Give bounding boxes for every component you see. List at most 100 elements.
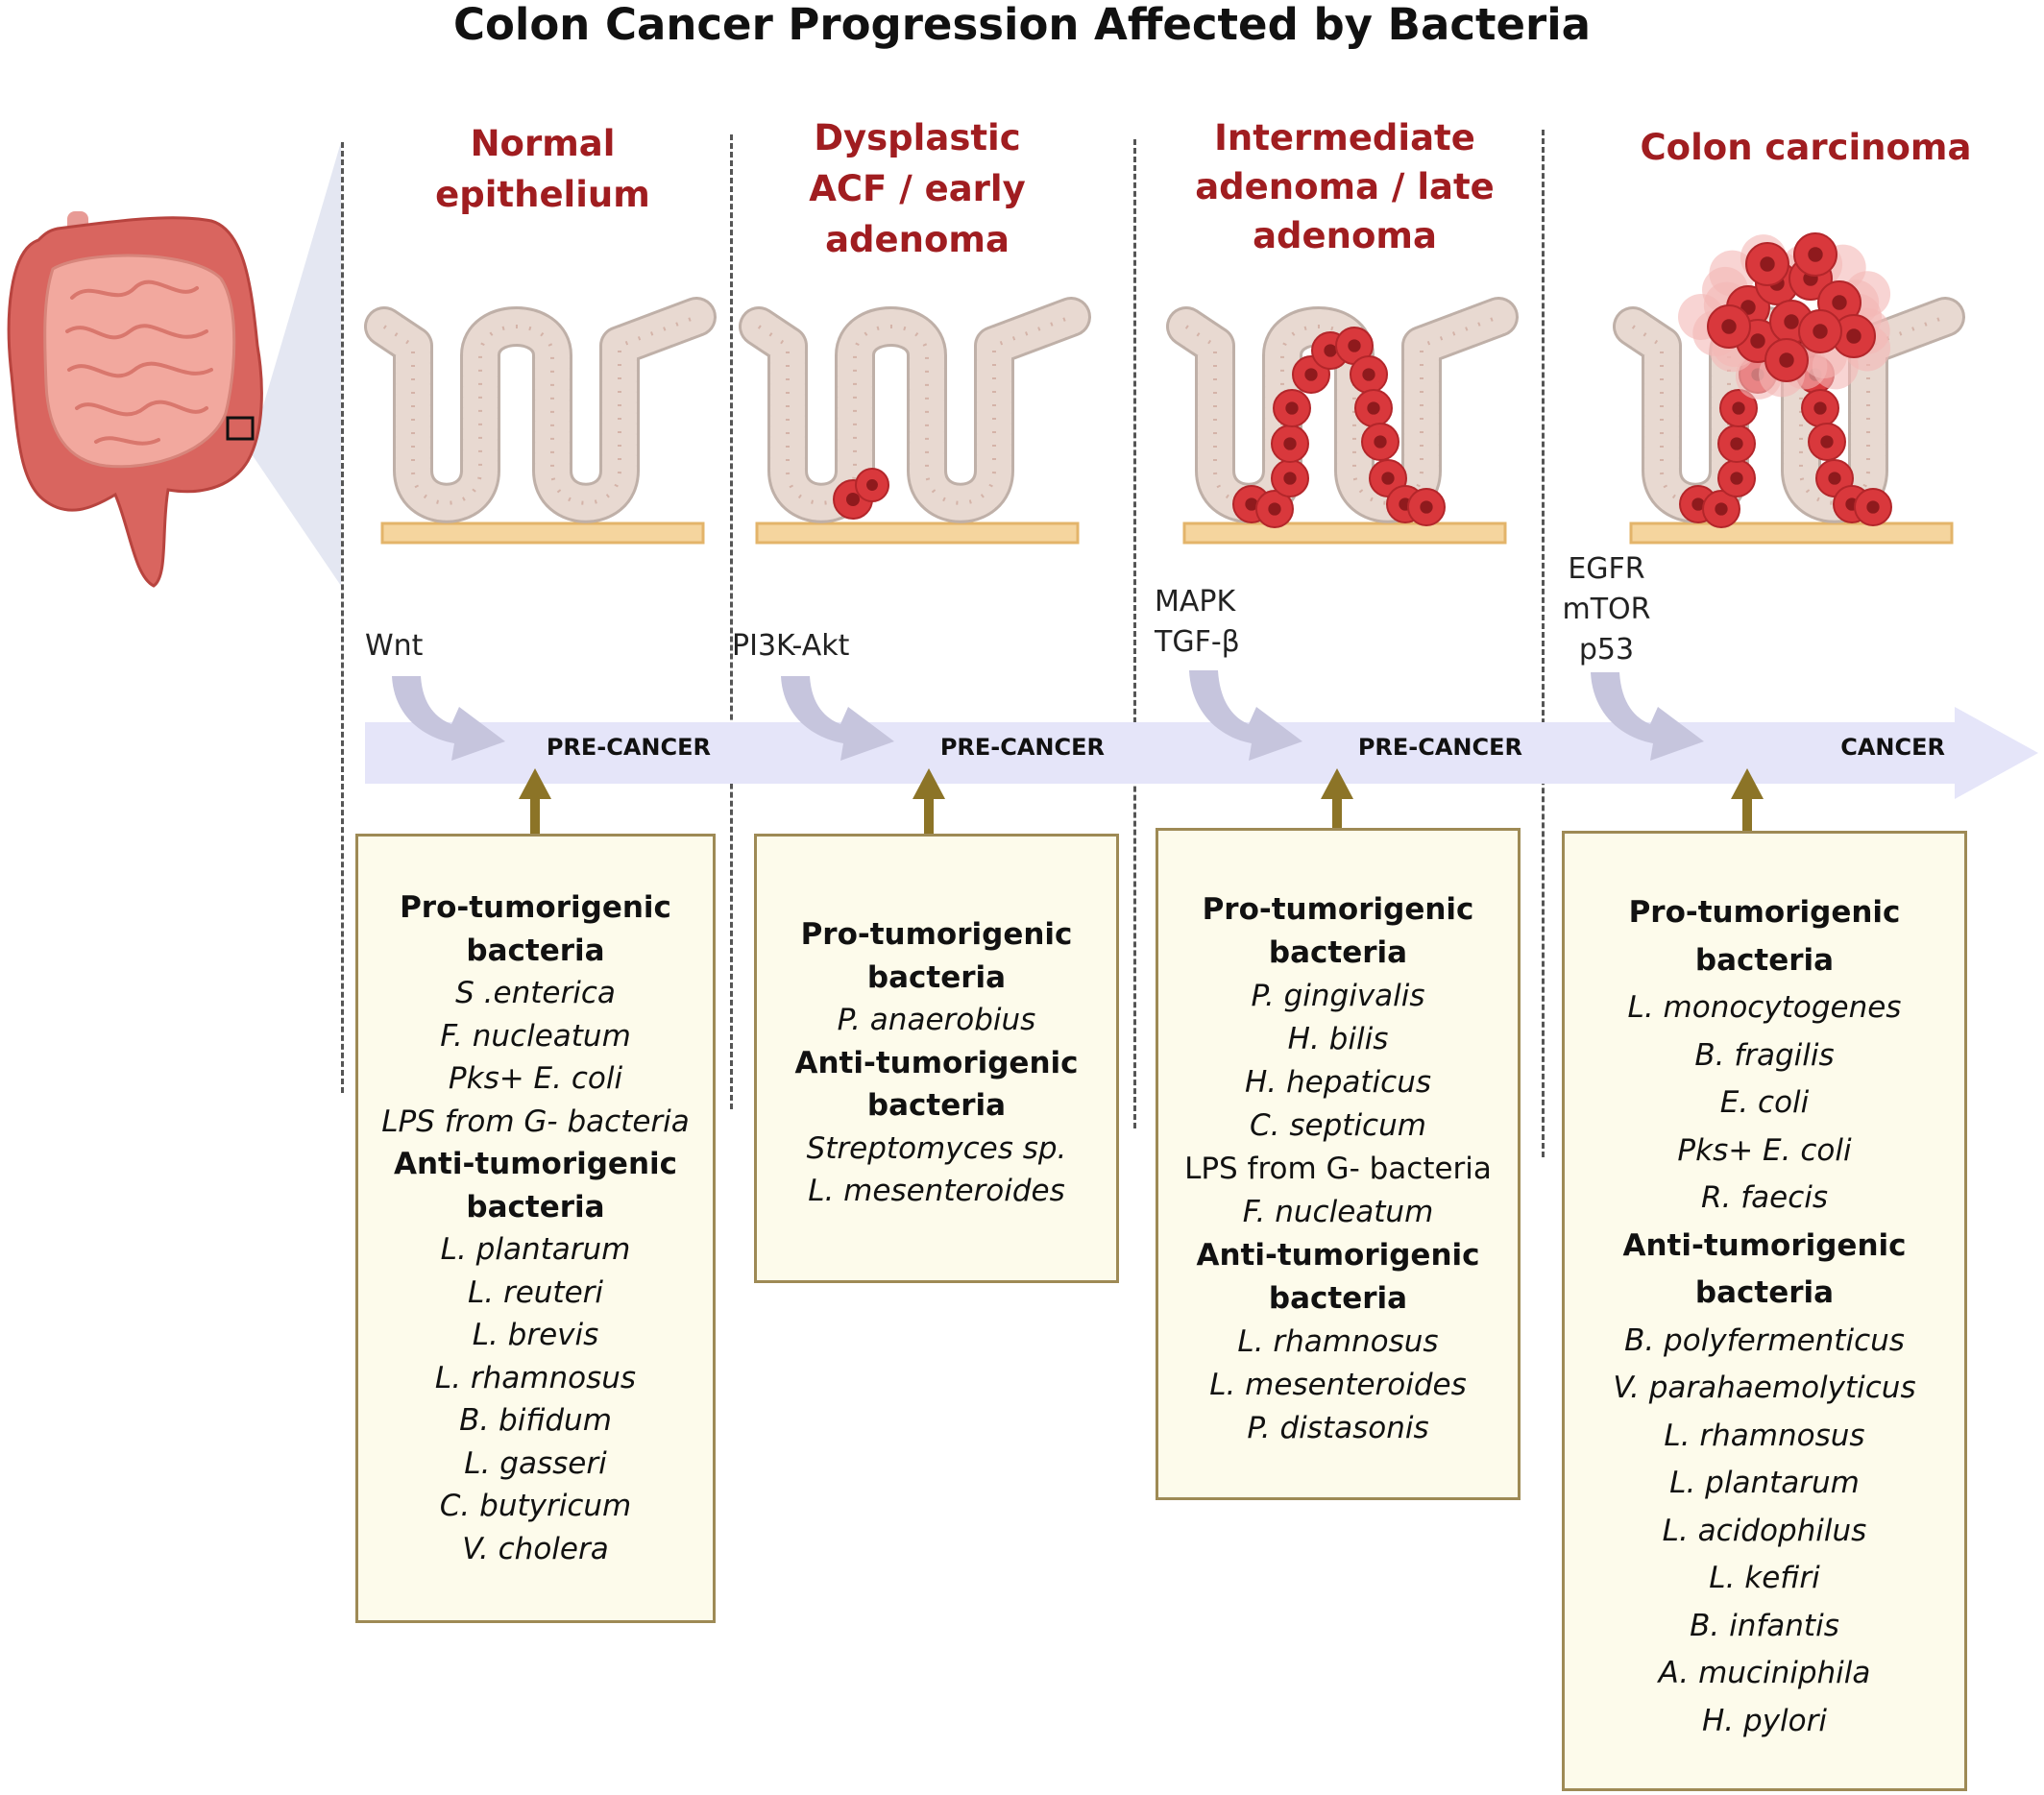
cell-nuclei xyxy=(382,315,697,505)
bacteria-species-item: L. mesenteroides xyxy=(1209,1368,1467,1402)
bacteria-species-item: F. nucleatum xyxy=(440,1018,631,1054)
tumor-nucleus xyxy=(1808,247,1823,262)
tumor-nucleus xyxy=(1813,401,1827,415)
stage-divider xyxy=(1133,139,1136,1128)
bacteria-species-item: H. hepaticus xyxy=(1244,1065,1432,1100)
bacteria-species-item: V. cholera xyxy=(462,1531,609,1566)
bacteria-species-item: B. fragilis xyxy=(1694,1037,1835,1073)
tumor-nucleus xyxy=(1324,344,1337,357)
tumor-nucleus xyxy=(1245,497,1258,511)
bacteria-species-item: L. gasseri xyxy=(464,1445,607,1481)
bacteria-species-item: P. anaerobius xyxy=(837,1003,1036,1037)
zoom-cone xyxy=(250,142,341,586)
bacteria-species-item: L. mesenteroides xyxy=(808,1174,1065,1208)
bacteria-species-item: R. faecis xyxy=(1700,1180,1829,1215)
tumor-nucleus xyxy=(1283,472,1297,485)
tumor-nucleus xyxy=(1283,437,1297,450)
crypt-illustration-normal xyxy=(364,297,717,545)
bacteria-species-item: F. nucleatum xyxy=(1242,1195,1434,1229)
bacteria-species-item: B. infantis xyxy=(1690,1608,1839,1643)
curved-arrow-icon xyxy=(1591,672,1704,761)
bacteria-species-item: L. rhamnosus xyxy=(1664,1418,1865,1453)
zoom-box-marker xyxy=(226,416,255,441)
bacteria-species-item: L. reuteri xyxy=(467,1274,604,1310)
tumor-nucleus xyxy=(1304,368,1318,381)
tumor-nucleus xyxy=(1813,324,1828,339)
bacteria-species-item: L. plantarum xyxy=(440,1232,631,1267)
bacteria-species-item: L. rhamnosus xyxy=(1237,1324,1439,1359)
stage-label: PRE-CANCER xyxy=(939,734,1105,761)
bacteria-species-item: B. polyfermenticus xyxy=(1624,1322,1905,1358)
bacteria-species-item: L. rhamnosus xyxy=(434,1360,637,1395)
bacteria-species-item: LPS from G- bacteria xyxy=(381,1104,690,1139)
bacteria-species-item: H. bilis xyxy=(1287,1022,1389,1056)
bacteria-species-item: C. septicum xyxy=(1250,1108,1426,1143)
tumor-nucleus xyxy=(1820,435,1834,449)
basement-membrane xyxy=(380,522,705,545)
pathway-labels-carcinoma: EGFR mTOR p53 xyxy=(1562,552,1651,667)
tumor-nucleus xyxy=(1832,295,1847,310)
bacteria-species-item: E. coli xyxy=(1719,1085,1810,1120)
cell-nuclei xyxy=(757,315,1072,505)
tumor-nucleus xyxy=(1828,472,1841,485)
tumor-nucleus xyxy=(1381,472,1395,485)
bacteria-species-item: LPS from G- bacteria xyxy=(1184,1152,1492,1186)
tumor-nucleus xyxy=(1846,328,1862,344)
tumor-nucleus xyxy=(1268,502,1281,516)
tumor-nucleus xyxy=(1732,401,1745,415)
timeline-arrow xyxy=(365,707,2038,799)
crypt-illustration-carcinoma xyxy=(1613,232,1965,545)
crypt-illustration-late-adenoma xyxy=(1166,297,1519,545)
up-arrow-icon xyxy=(912,768,945,799)
bacteria-species-item: L. kefiri xyxy=(1709,1561,1820,1595)
bacteria-species-item: Pks+ E. coli xyxy=(1677,1132,1852,1168)
bacteria-species-item: A. muciniphila xyxy=(1658,1656,1871,1690)
tumor-nucleus xyxy=(1691,497,1705,511)
tumor-nucleus xyxy=(1784,314,1799,329)
bacteria-species-item: S .enterica xyxy=(455,976,616,1010)
page-title: Colon Cancer Progression Affected by Bac… xyxy=(452,0,1592,50)
tumor-nucleus xyxy=(1715,502,1728,516)
tumor-nucleus xyxy=(1420,500,1433,514)
tumor-nucleus xyxy=(1730,437,1743,450)
stage-title-early-adenoma: Dysplastic ACF / early adenoma xyxy=(809,117,1026,260)
tumor-nucleus xyxy=(1730,472,1743,485)
tumor-nucleus xyxy=(1285,401,1299,415)
bacteria-species-item: L. acidophilus xyxy=(1662,1513,1867,1548)
bacteria-species-item: B. bifidum xyxy=(459,1403,612,1438)
bacteria-species-item: P. gingivalis xyxy=(1251,979,1425,1013)
tumor-nucleus xyxy=(1760,256,1775,272)
cell-nuclei xyxy=(1184,315,1499,505)
bacteria-species-item: P. distasonis xyxy=(1247,1411,1429,1445)
tumor-nucleus xyxy=(1779,352,1794,368)
bacteria-species-item: H. pylori xyxy=(1702,1703,1827,1738)
stage-label: PRE-CANCER xyxy=(1357,734,1522,761)
intestine-illustration xyxy=(7,142,341,588)
pathway-labels-normal: Wnt xyxy=(365,629,424,663)
stage-title-normal: Normal epithelium xyxy=(435,123,650,215)
bacteria-species-item: L. monocytogenes xyxy=(1627,990,1902,1025)
pathway-labels-late-adenoma: MAPK TGF-β xyxy=(1155,585,1240,659)
up-arrow-icon xyxy=(519,768,551,799)
tumor-nucleus xyxy=(1866,500,1880,514)
basement-membrane xyxy=(1629,522,1954,545)
up-arrow-icon xyxy=(1321,768,1353,799)
stage-label: PRE-CANCER xyxy=(546,734,711,761)
stage-label: CANCER xyxy=(1840,734,1945,761)
tumor-nucleus xyxy=(1362,368,1375,381)
curved-arrow-icon xyxy=(1189,670,1302,761)
basement-membrane xyxy=(755,522,1080,545)
tumor-nucleus xyxy=(1374,435,1387,449)
